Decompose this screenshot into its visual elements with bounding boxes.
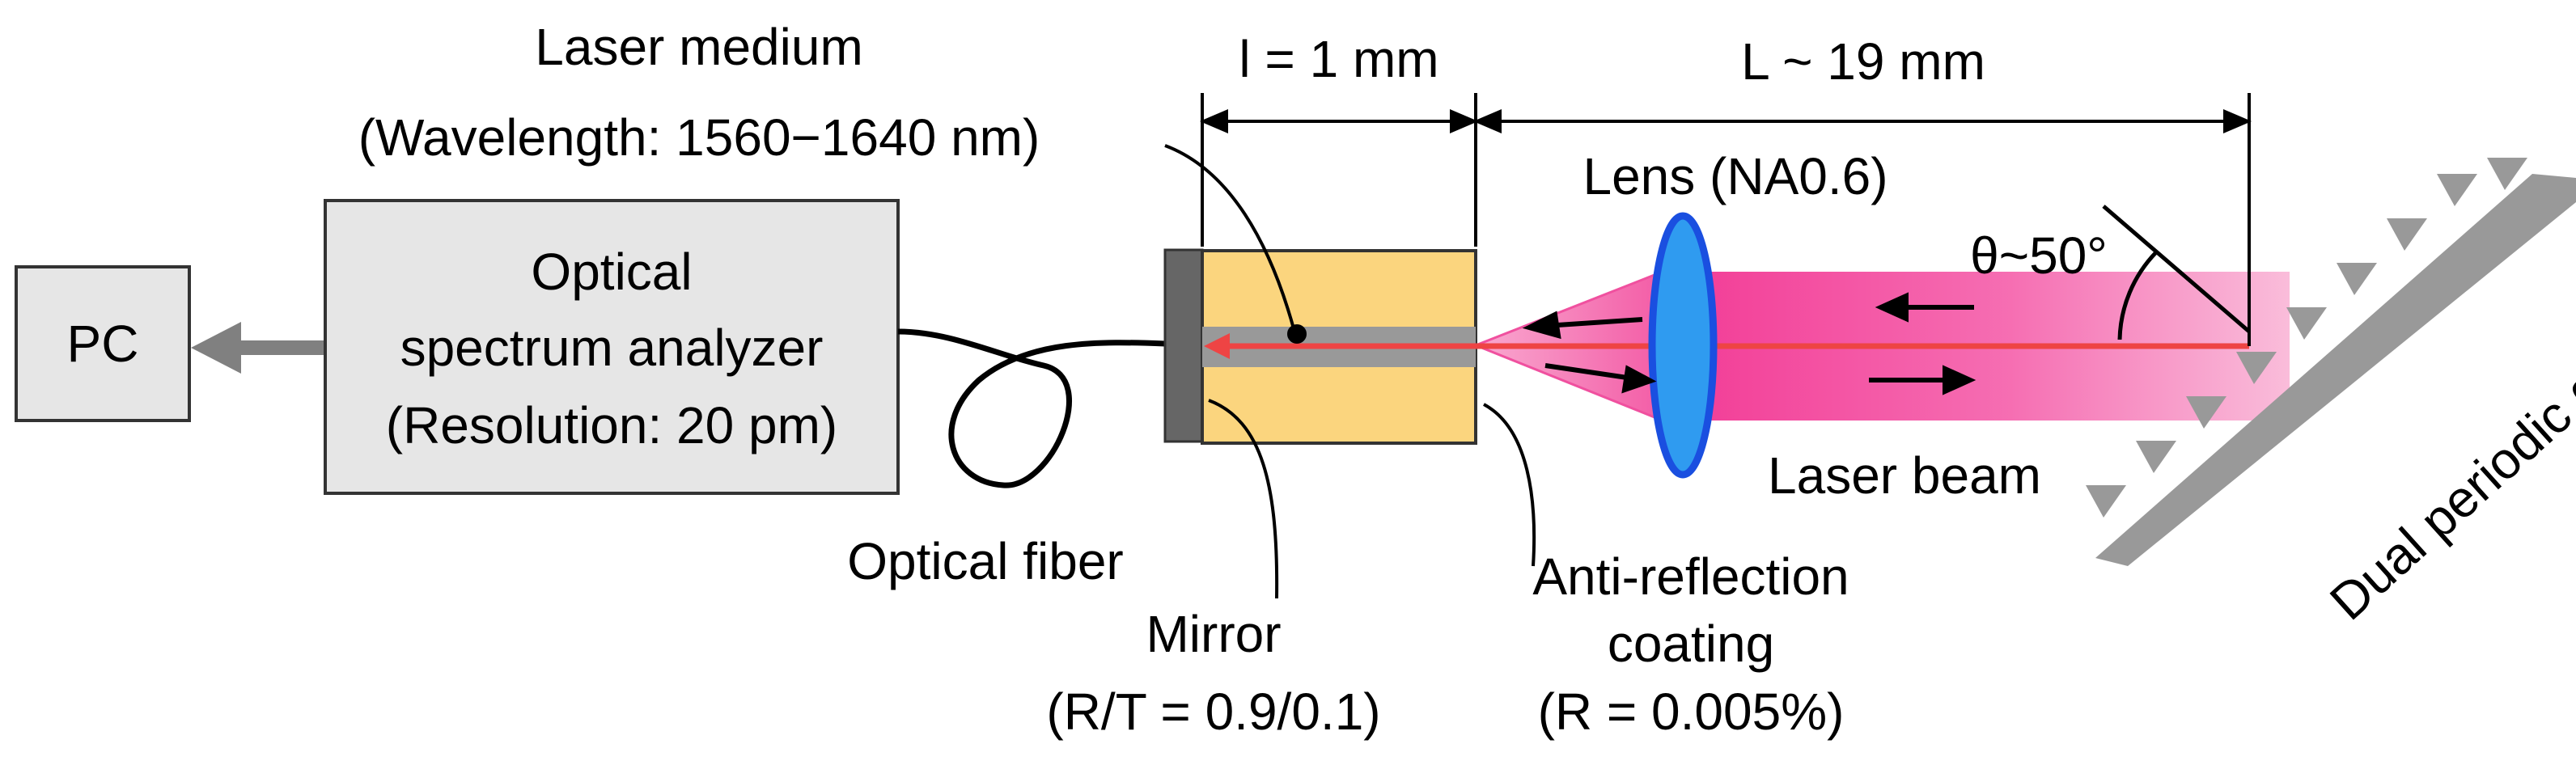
- wavelength-label: (Wavelength: 1560−1640 nm): [358, 108, 1040, 167]
- mirror-leader: [1208, 399, 1279, 599]
- grating: [2095, 174, 2576, 566]
- propagation-arrows: [1522, 292, 1976, 395]
- osa-label-line2: spectrum analyzer: [400, 319, 824, 377]
- dimension-lines: [1199, 93, 2252, 346]
- mirror-rt-label: (R/T = 0.9/0.1): [1046, 683, 1380, 741]
- lens-label: Lens (NA0.6): [1582, 147, 1888, 205]
- arrow-to-pc: [191, 322, 324, 374]
- mirror-label: Mirror: [1146, 605, 1281, 663]
- ar-coating-leader: [1483, 403, 1536, 567]
- length-small-label: l = 1 mm: [1239, 30, 1438, 88]
- ar-coating-label-line2: coating: [1608, 615, 1774, 673]
- osa-box: Optical spectrum analyzer (Resolution: 2…: [324, 199, 900, 495]
- length-big-label: L ~ 19 mm: [1741, 32, 1985, 91]
- mirror: [1163, 248, 1204, 443]
- osa-resolution: (Resolution: 20 pm): [386, 396, 837, 454]
- ar-coating-reflectance: (R = 0.005%): [1538, 683, 1845, 741]
- laser-medium-label: Laser medium: [535, 18, 863, 76]
- leader-lines: [1164, 144, 1536, 599]
- laser-line: [1204, 333, 2249, 359]
- optical-fiber: [897, 328, 1166, 488]
- lens: [1648, 212, 1718, 479]
- pc-label: PC: [67, 315, 139, 373]
- pc-box: PC: [15, 265, 191, 422]
- theta-label: θ~50°: [1970, 226, 2108, 285]
- grating-label: Dual periodic grating: [2319, 270, 2576, 631]
- grating-teeth: [2086, 158, 2527, 518]
- angle-mark: [2102, 205, 2251, 340]
- laser-beam-label: Laser beam: [1768, 446, 2041, 505]
- ar-coating-label-line1: Anti-reflection: [1532, 547, 1849, 606]
- laser-medium-leader: [1164, 144, 1296, 332]
- osa-label-line1: Optical: [531, 243, 692, 301]
- optical-fiber-label: Optical fiber: [847, 532, 1123, 590]
